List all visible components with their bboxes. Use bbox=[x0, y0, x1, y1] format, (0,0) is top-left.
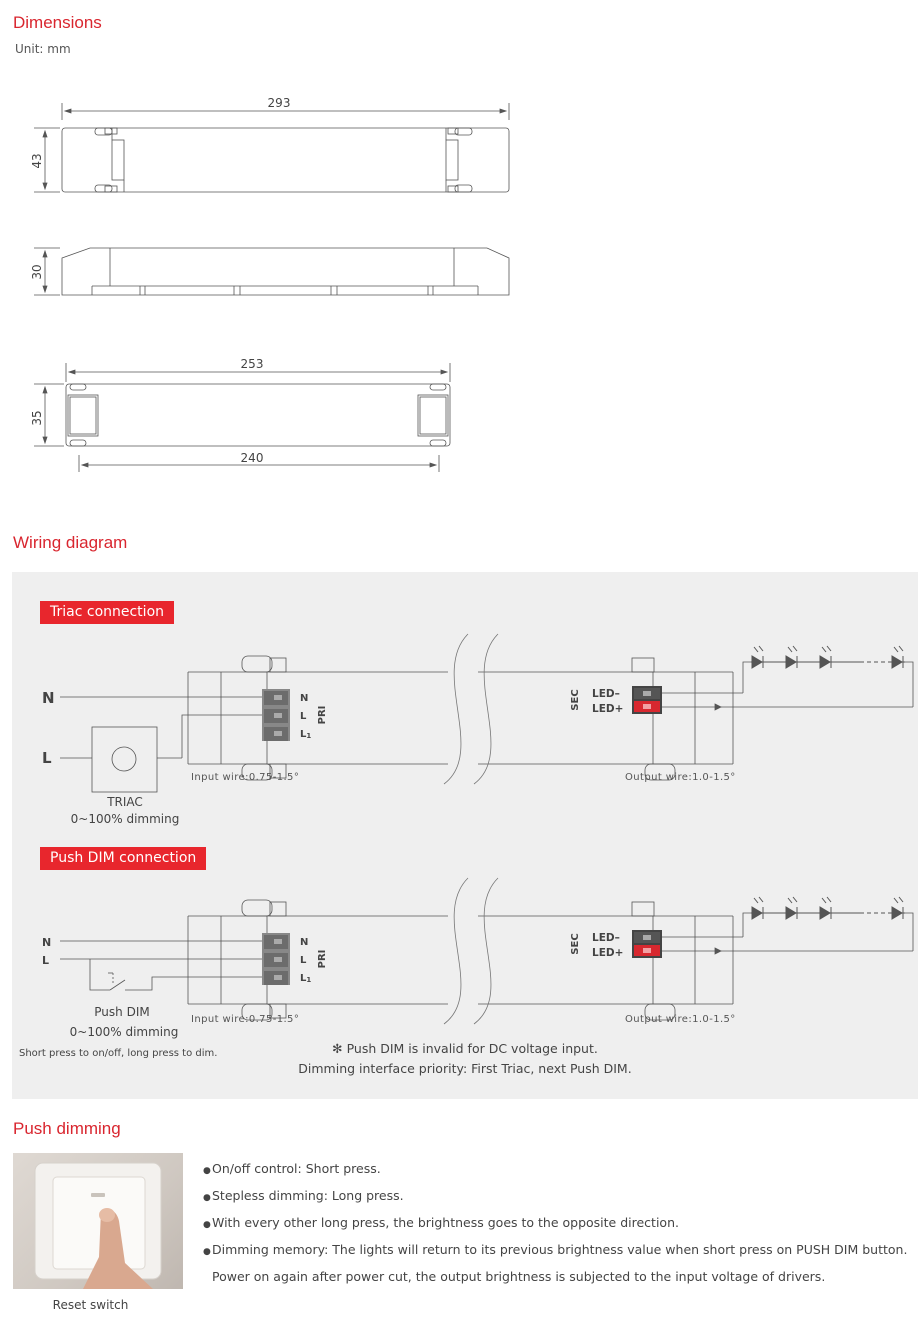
led-icon bbox=[751, 645, 764, 669]
led-icon bbox=[785, 645, 798, 669]
triac-term-l1: L1 bbox=[300, 729, 311, 740]
triac-input-terminals bbox=[262, 689, 290, 741]
push-led-string bbox=[751, 896, 905, 920]
push-term-l1: L1 bbox=[300, 973, 311, 984]
triac-led-minus: LED– bbox=[592, 688, 620, 700]
bullet-text: With every other long press, the brightn… bbox=[212, 1215, 679, 1230]
bullet-dot-icon: ● bbox=[203, 1166, 211, 1176]
push-input-terminals bbox=[262, 933, 290, 985]
push-pri-label: PRI bbox=[317, 950, 328, 969]
push-sec-label: SEC bbox=[570, 933, 581, 954]
dim-side-height: 30 bbox=[30, 264, 44, 279]
wiring-panel: Triac connection Push DIM connection bbox=[12, 572, 918, 1099]
wiring-diagrams: N L N L L1 PRI SEC LED– LED+ Input wire:… bbox=[19, 633, 914, 1059]
led-icon bbox=[785, 896, 798, 920]
top-view-drawing bbox=[34, 103, 510, 193]
push-term-l: L bbox=[300, 955, 307, 966]
dim-bottom-height: 35 bbox=[30, 410, 44, 425]
triac-n-label: N bbox=[42, 689, 55, 707]
triac-led-plus: LED+ bbox=[592, 703, 623, 715]
push-hint: Short press to on/off, long press to dim… bbox=[19, 1048, 217, 1059]
push-term-n: N bbox=[300, 937, 308, 948]
triac-badge: Triac connection bbox=[40, 601, 175, 624]
triac-input-wire: Input wire:0.75-1.5° bbox=[191, 772, 299, 783]
push-output-terminals bbox=[632, 930, 662, 958]
bullet-dot-icon: ● bbox=[203, 1247, 211, 1257]
dimensions-title: Dimensions bbox=[13, 13, 102, 32]
triac-sec-label: SEC bbox=[570, 689, 581, 710]
bottom-view-drawing bbox=[34, 363, 451, 472]
push-input-wire: Input wire:0.75-1.5° bbox=[191, 1014, 299, 1025]
led-icon bbox=[819, 896, 832, 920]
push-device-label: Push DIM bbox=[94, 1005, 149, 1019]
side-view-drawing bbox=[34, 247, 510, 296]
bullet-text: Stepless dimming: Long press. bbox=[212, 1188, 404, 1203]
bullet-text: Dimming memory: The lights will return t… bbox=[212, 1242, 908, 1257]
bullet-dot-icon: ● bbox=[203, 1193, 211, 1203]
triac-l-label: L bbox=[42, 749, 52, 767]
triac-range-label: 0~100% dimming bbox=[71, 812, 180, 826]
dim-bottom-mount: 240 bbox=[241, 451, 264, 465]
triac-output-wire: Output wire:1.0-1.5° bbox=[625, 772, 736, 783]
triac-diagram bbox=[60, 633, 914, 793]
push-output-wire: Output wire:1.0-1.5° bbox=[625, 1014, 736, 1025]
led-icon bbox=[891, 896, 904, 920]
triac-led-string bbox=[751, 645, 905, 669]
push-led-plus: LED+ bbox=[592, 947, 623, 959]
led-icon bbox=[751, 896, 764, 920]
push-range-label: 0~100% dimming bbox=[70, 1025, 179, 1039]
push-dim-badge: Push DIM connection bbox=[40, 847, 207, 870]
reset-switch-illustration bbox=[34, 1162, 162, 1289]
wiring-title: Wiring diagram bbox=[13, 533, 128, 552]
triac-term-n: N bbox=[300, 693, 308, 704]
push-dimming-title: Push dimming bbox=[13, 1119, 121, 1138]
triac-device-label: TRIAC bbox=[106, 795, 143, 809]
dim-top-length: 293 bbox=[268, 96, 291, 110]
led-icon bbox=[819, 645, 832, 669]
unit-label: Unit: mm bbox=[15, 42, 71, 56]
triac-output-terminals bbox=[632, 686, 662, 714]
list-item-continuation: Power on again after power cut, the outp… bbox=[203, 1268, 907, 1295]
bullet-continuation-text: Power on again after power cut, the outp… bbox=[212, 1269, 826, 1284]
triac-term-l: L bbox=[300, 711, 307, 722]
dim-top-height: 43 bbox=[30, 153, 44, 168]
bullet-text: On/off control: Short press. bbox=[212, 1161, 381, 1176]
list-item: ●With every other long press, the bright… bbox=[203, 1214, 907, 1241]
push-dimming-list: ●On/off control: Short press. ●Stepless … bbox=[203, 1160, 907, 1295]
list-item: ●Stepless dimming: Long press. bbox=[203, 1187, 907, 1214]
push-l-label: L bbox=[42, 954, 49, 967]
dimension-drawings: 293 43 30 253 35 240 bbox=[30, 96, 510, 472]
push-dim-diagram bbox=[60, 877, 914, 1025]
push-led-minus: LED– bbox=[592, 932, 620, 944]
list-item: ●On/off control: Short press. bbox=[203, 1160, 907, 1187]
triac-pri-label: PRI bbox=[317, 706, 328, 725]
dim-bottom-length: 253 bbox=[241, 357, 264, 371]
reset-switch-photo bbox=[13, 1153, 183, 1289]
note-priority: Dimming interface priority: First Triac,… bbox=[298, 1061, 632, 1076]
led-icon bbox=[891, 645, 904, 669]
push-n-label: N bbox=[42, 936, 51, 949]
note-dc-invalid: ✻ Push DIM is invalid for DC voltage inp… bbox=[332, 1041, 598, 1056]
reset-switch-caption: Reset switch bbox=[52, 1298, 129, 1312]
list-item: ●Dimming memory: The lights will return … bbox=[203, 1241, 907, 1268]
bullet-dot-icon: ● bbox=[203, 1220, 211, 1230]
